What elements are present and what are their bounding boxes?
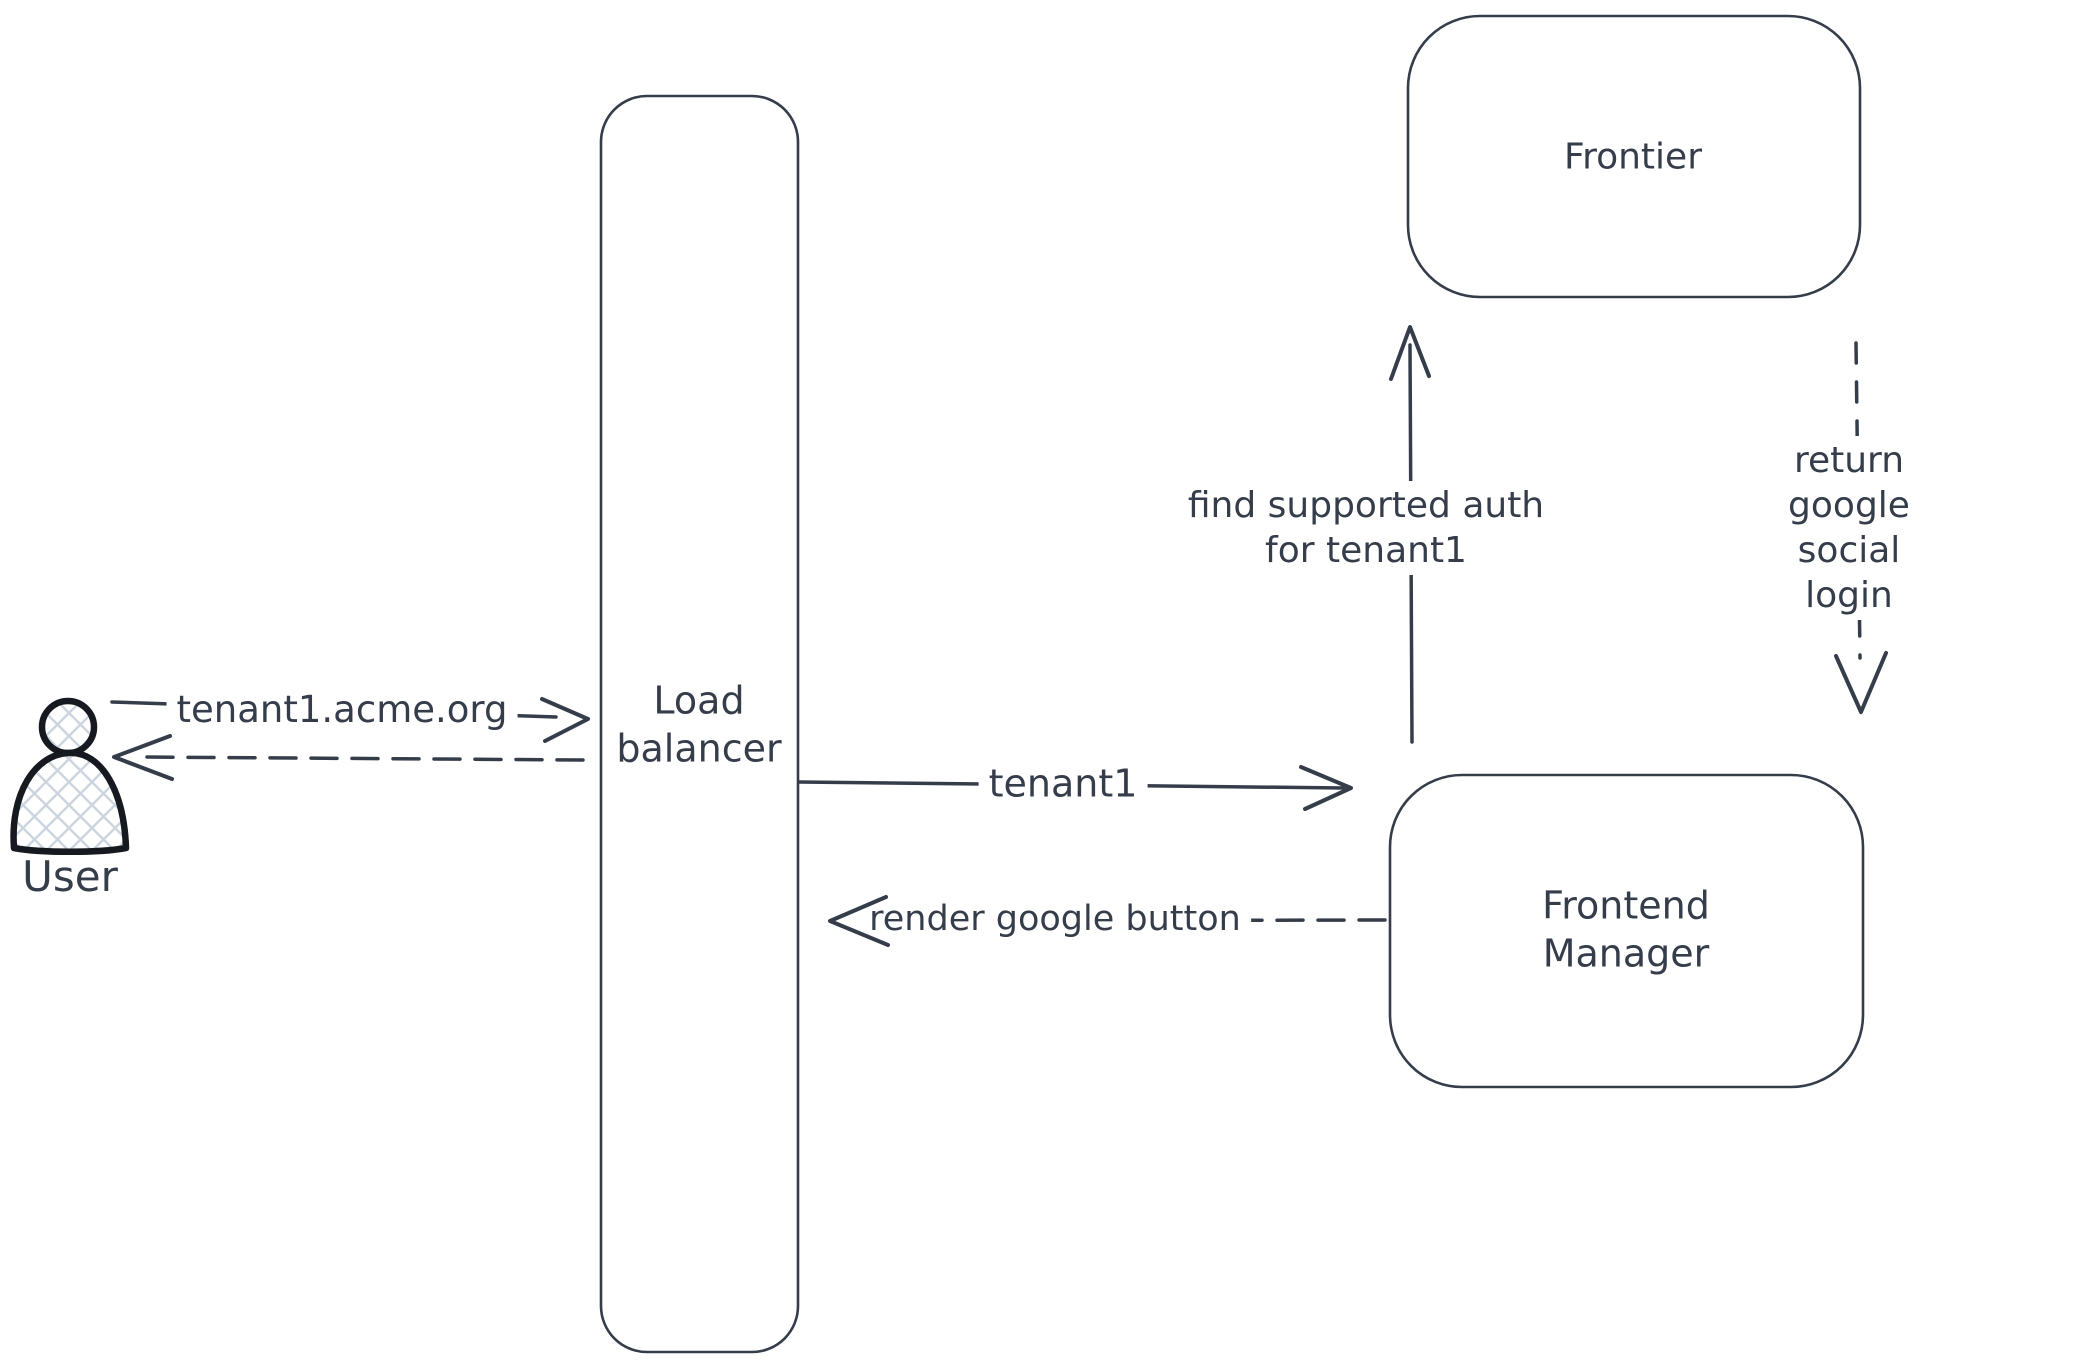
frontend-manager-box [1388,773,1865,1089]
arrowhead-right-lb-to-fm [1299,765,1353,811]
frontend-manager-label: Frontend Manager [1542,883,1710,976]
frontier-box [1406,14,1862,299]
edge-lb-to-user-line [138,755,585,762]
load-balancer-label: Load balancer [616,678,782,771]
edge-lb-to-fm-label: tenant1 [978,758,1148,810]
edge-fm-to-frontier-label: find supported auth for tenant1 [1177,481,1555,575]
arrowhead-left-lb-to-user [112,734,174,781]
load-balancer-box [599,94,800,1354]
edge-frontier-to-fm-label: return google social login [1732,436,1966,620]
arrowhead-up-fm-to-frontier [1389,325,1431,381]
arrowhead-right-user-to-lb [540,697,590,743]
user-label: User [22,851,118,901]
user-icon [10,697,130,855]
arrowhead-down-frontier-to-fm [1834,651,1888,714]
frontier-label: Frontier [1563,136,1703,178]
edge-user-to-lb-label: tenant1.acme.org [166,684,518,736]
arrowhead-left-fm-to-lb [828,895,890,947]
edge-fm-to-lb-label: render google button [859,896,1251,944]
